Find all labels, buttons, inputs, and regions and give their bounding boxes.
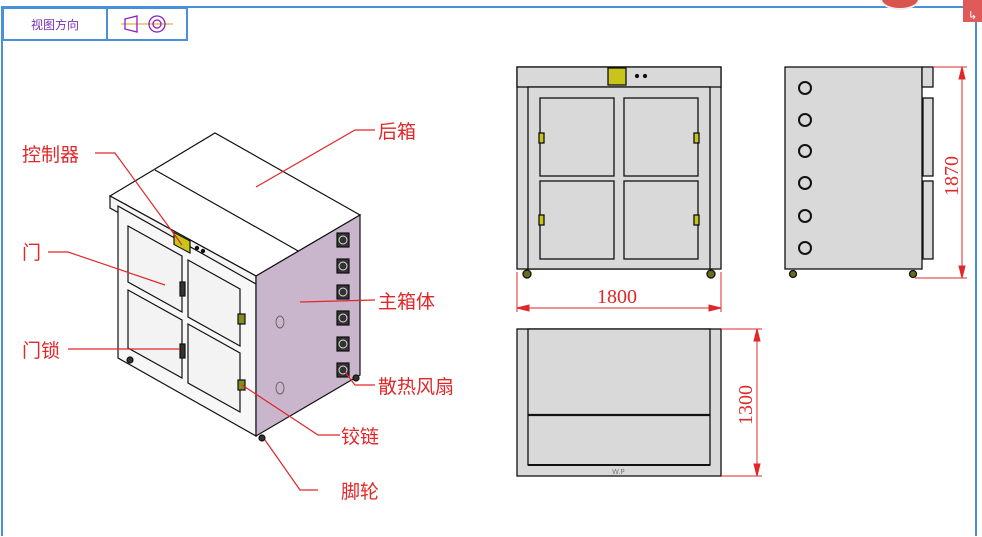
top-view-label: W.P: [612, 468, 625, 476]
dimension-height: 1870: [941, 156, 963, 196]
callout-cooling-fan: 散热风扇: [378, 376, 454, 398]
callout-caster: 脚轮: [341, 481, 379, 503]
door-top-left: [127, 224, 183, 314]
isometric-view: [108, 132, 362, 442]
door-bottom-right: [187, 322, 241, 414]
door-top-right: [187, 258, 241, 348]
top-view: [516, 328, 722, 477]
view-direction-label: 视图方向: [4, 9, 108, 39]
controller-panel: [173, 231, 191, 254]
first-angle-projection-icon: [108, 9, 186, 39]
door-bottom-left: [127, 288, 183, 380]
side-fans: [798, 81, 812, 255]
front-controller: [607, 67, 627, 86]
depth-dimension: [721, 328, 762, 477]
front-view: [516, 66, 722, 279]
height-dimension: [915, 66, 967, 279]
main-body-side: [255, 213, 361, 438]
view-direction-box: 视图方向: [2, 7, 188, 41]
callout-door-lock: 门锁: [22, 340, 60, 362]
return-arrow-icon[interactable]: ↳: [963, 0, 982, 22]
callout-hinge: 铰链: [341, 426, 379, 448]
cooling-fans: [336, 232, 350, 378]
drawing-frame: [1, 6, 977, 536]
callout-rear-box: 后箱: [378, 121, 416, 143]
callout-door: 门: [22, 242, 41, 264]
leader-lines: [48, 129, 376, 491]
dimension-width: 1800: [597, 286, 637, 308]
callout-controller: 控制器: [22, 144, 79, 166]
dimension-depth: 1300: [735, 385, 757, 425]
callout-main-body: 主箱体: [378, 291, 435, 313]
width-dimension: [516, 272, 722, 312]
side-view: [784, 66, 934, 279]
